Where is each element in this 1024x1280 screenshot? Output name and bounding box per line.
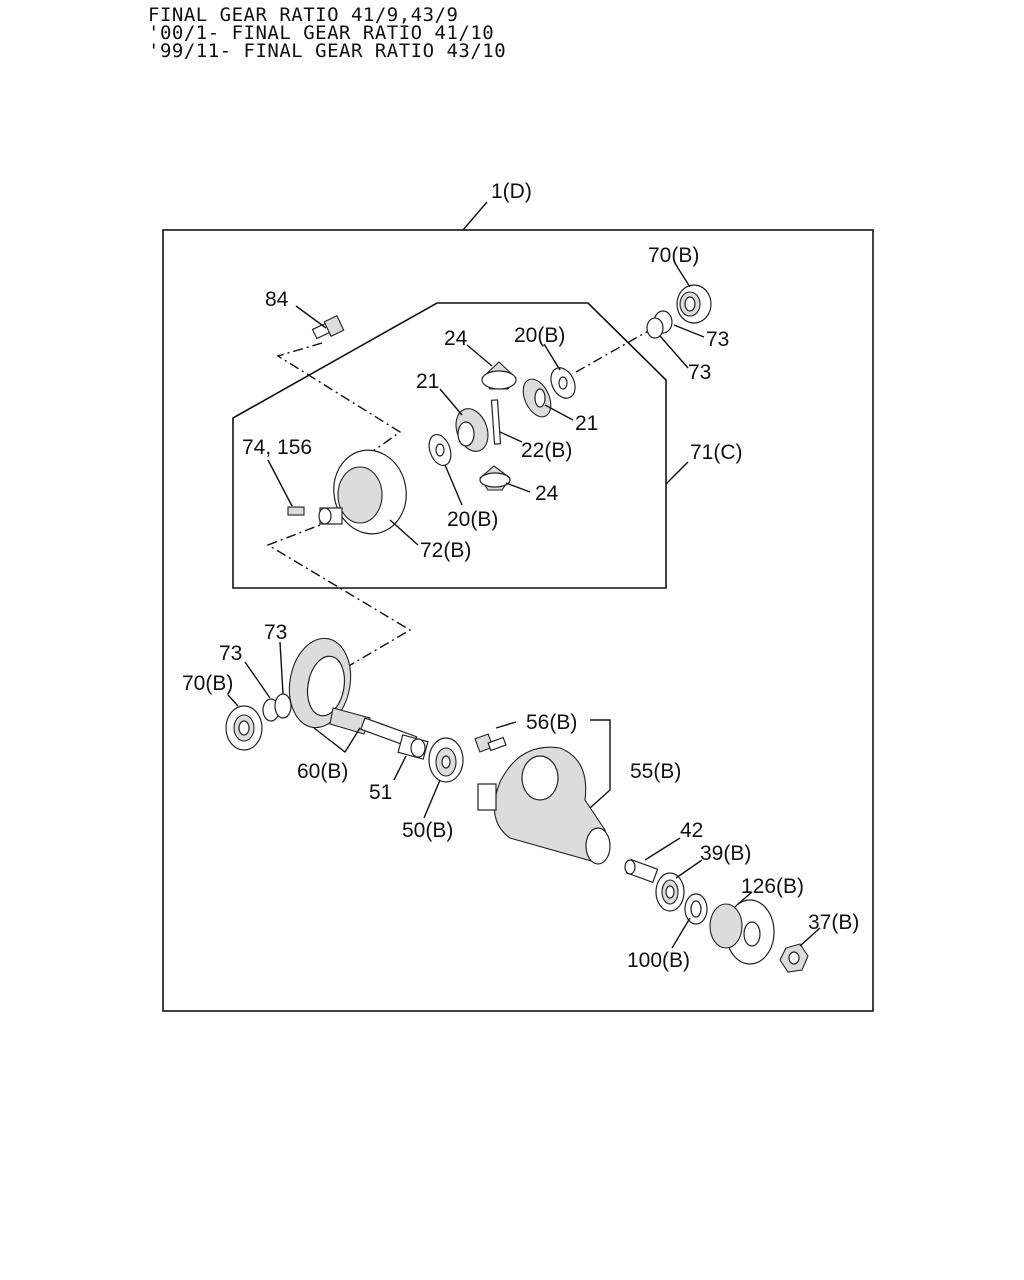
side-gear-21-left: [455, 408, 489, 452]
ring-gear-60b: [288, 637, 352, 729]
guide-line-side-bearing: [575, 329, 651, 373]
label-60b: 60(B): [297, 760, 348, 783]
bolt-84: [311, 315, 345, 340]
leader-74-156: [267, 459, 293, 507]
leader-24-top: [466, 344, 493, 367]
leader-51: [393, 755, 407, 781]
label-22b: 22(B): [521, 439, 572, 462]
label-42: 42: [680, 819, 703, 842]
label-74-156: 74, 156: [242, 436, 312, 459]
leader-42: [644, 837, 681, 861]
oil-seal-42: [624, 858, 659, 884]
leader-22b: [499, 431, 523, 443]
label-100b: 100(B): [627, 949, 690, 972]
label-73-b: 73: [688, 361, 711, 384]
flange-126b: [709, 899, 775, 965]
header-line-3: '99/11- FINAL GEAR RATIO 43/10: [148, 40, 507, 62]
label-73-d: 73: [219, 642, 242, 665]
carrier-55b: [477, 746, 611, 865]
label-21-left: 21: [416, 370, 439, 393]
diagram-header: FINAL GEAR RATIO 41/9,43/9 '00/1- FINAL …: [148, 4, 507, 62]
leader-73-a: [673, 324, 705, 338]
bearing-70b-left: [225, 705, 263, 751]
label-21-right: 21: [575, 412, 598, 435]
differential-case-outline: [232, 302, 667, 589]
bolt-56b: [474, 733, 507, 753]
leader-55b: [589, 719, 611, 809]
leader-20b-bottom: [444, 464, 463, 506]
label-126b: 126(B): [741, 875, 804, 898]
leader-56b: [495, 721, 517, 729]
label-71c: 71(C): [690, 441, 743, 464]
side-gear-21-right: [522, 378, 552, 418]
leader-73-d: [244, 661, 271, 699]
label-73-c: 73: [264, 621, 287, 644]
seal-100b: [684, 893, 708, 925]
label-84: 84: [265, 288, 289, 311]
leader-73-c: [279, 641, 284, 695]
label-73-a: 73: [706, 328, 729, 351]
label-24-bottom: 24: [535, 482, 559, 505]
header-line-2: '00/1- FINAL GEAR RATIO 41/10: [148, 22, 495, 44]
spacer-51: [397, 734, 429, 760]
leader-20b-top: [543, 343, 561, 371]
leader-60b: [313, 727, 361, 754]
header-line-1: FINAL GEAR RATIO 41/9,43/9: [148, 4, 459, 26]
label-72b: 72(B): [420, 539, 471, 562]
leader-assy-1d: [462, 201, 488, 231]
leader-84: [295, 305, 327, 329]
label-37b: 37(B): [808, 911, 859, 934]
guide-line-bolt: [276, 342, 402, 467]
label-70b-top: 70(B): [648, 244, 699, 267]
leader-71c: [665, 461, 689, 485]
leader-73-b: [659, 335, 689, 369]
label-39b: 39(B): [700, 842, 751, 865]
leader-21-right: [544, 404, 574, 421]
leader-100b: [671, 917, 691, 949]
leader-126b: [736, 891, 753, 906]
cross-pin-22b: [490, 399, 502, 445]
shim-73-top-b: [646, 317, 664, 339]
lock-pin-74-156: [287, 506, 305, 516]
bearing-39b: [655, 872, 685, 912]
label-55b: 55(B): [630, 760, 681, 783]
label-51: 51: [369, 781, 392, 804]
leader-70b-top: [675, 264, 691, 288]
thrust-washer-20b-bottom: [428, 433, 452, 467]
leader-24-bottom: [505, 482, 531, 493]
thrust-washer-20b-top: [550, 367, 576, 399]
label-assy-1d: 1(D): [491, 180, 532, 203]
label-56b: 56(B): [526, 711, 577, 734]
shim-73-left-b: [274, 693, 292, 719]
pinion-gear-24-bottom: [479, 465, 511, 491]
guide-line-case: [266, 519, 412, 681]
leader-70b-left: [227, 694, 239, 707]
nut-37b: [779, 943, 809, 973]
bearing-70b-top: [676, 284, 712, 324]
assembly-outline: [162, 229, 874, 1012]
leader-21-left: [439, 388, 463, 416]
label-24-top: 24: [444, 327, 468, 350]
differential-case-72b: [318, 449, 407, 535]
label-20b-bottom: 20(B): [447, 508, 498, 531]
leader-72b: [389, 519, 419, 546]
label-50b: 50(B): [402, 819, 453, 842]
label-70b-left: 70(B): [182, 672, 233, 695]
label-20b-top: 20(B): [514, 324, 565, 347]
bearing-50b: [428, 737, 464, 783]
leader-39b: [675, 859, 703, 879]
pinion-gear-24-top: [481, 361, 517, 390]
leader-37b: [799, 927, 821, 947]
leader-50b: [423, 779, 441, 819]
